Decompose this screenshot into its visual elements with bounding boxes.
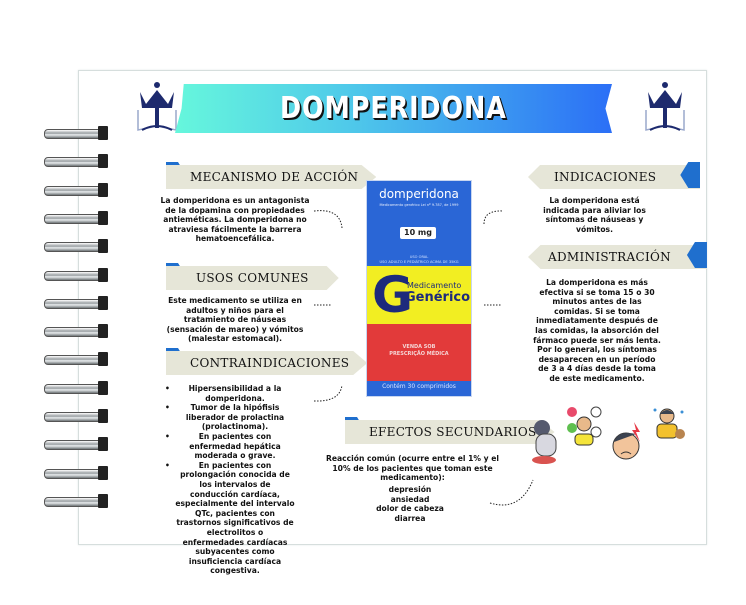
flag-icon (686, 242, 707, 268)
spiral-ring (44, 210, 110, 225)
mecanismo-text: La domperidona es un antagonista de la d… (160, 196, 310, 244)
page-title: DOMPERIDONA (280, 91, 507, 126)
title-banner: DOMPERIDONA (175, 84, 612, 133)
indicaciones-text: La domperidona está indicada para alivia… (543, 196, 646, 234)
list-item: Tumor de la hipófisis liberador de prola… (165, 403, 295, 432)
crown-book-logo (137, 82, 177, 131)
spiral-ring (44, 126, 110, 140)
medicine-box-image: domperidona Medicamento genérico Lei nº … (366, 180, 472, 397)
efectos-intro: Reacción común (ocurre entre el 1% y el … (326, 454, 499, 483)
spiral-ring (44, 154, 110, 169)
spiral-ring (44, 324, 110, 339)
spiral-ring (44, 295, 110, 310)
heading-efectos: EFECTOS SECUNDARIOS (345, 417, 555, 444)
list-item: diarrea (394, 513, 426, 523)
spiral-ring (44, 352, 110, 367)
spiral-ring (44, 182, 110, 197)
list-item: dolor de cabeza (376, 504, 444, 514)
list-item: En pacientes con enfermedad hepática mod… (165, 432, 295, 461)
arrow-icon (489, 479, 534, 506)
diarrhea-person-icon (653, 408, 685, 439)
heading-indicaciones: INDICACIONES (528, 162, 701, 189)
headache-icon (612, 422, 640, 460)
arrow-icon (483, 210, 504, 225)
list-item: En pacientes con prolongación conocida d… (165, 461, 295, 576)
list-item: Hipersensibilidad a la domperidona. (165, 384, 295, 403)
efectos-list: depresión ansiedad dolor de cabeza diarr… (360, 485, 460, 523)
depressed-person-icon (532, 420, 557, 464)
spiral-ring (44, 267, 110, 282)
spiral-ring (44, 380, 110, 395)
heading-mecanismo: MECANISMO DE ACCIÓN (166, 162, 377, 189)
spiral-ring (44, 239, 110, 254)
spiral-ring (44, 465, 110, 480)
heading-contraindicaciones: CONTRAINDICACIONES (166, 348, 368, 375)
spiral-ring (44, 409, 110, 423)
arrow-icon (313, 210, 343, 229)
arrow-icon (313, 384, 343, 402)
usos-text: Este medicamento se utiliza en adultos y… (166, 296, 304, 344)
administracion-text: La domperidona es más efectiva si se tom… (533, 278, 661, 383)
contraindicaciones-list: Hipersensibilidad a la domperidona. Tumo… (165, 384, 295, 576)
list-item: depresión (388, 485, 432, 494)
crown-book-logo (645, 82, 685, 131)
anxious-person-icon (567, 406, 602, 446)
spiral-ring (44, 437, 110, 452)
heading-administracion: ADMINISTRACIÓN (528, 242, 707, 269)
flag-icon (680, 162, 701, 188)
spiral-ring (44, 493, 110, 508)
heading-usos: USOS COMUNES (166, 263, 339, 290)
list-item: ansiedad (390, 494, 430, 504)
